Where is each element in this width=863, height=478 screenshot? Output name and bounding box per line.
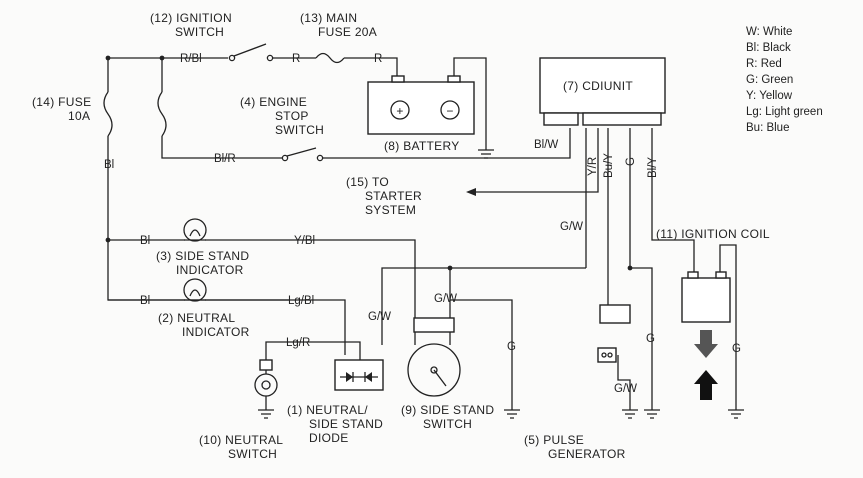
wire-label-g-pulse: G bbox=[646, 333, 655, 345]
diode-label-3: DIODE bbox=[309, 431, 349, 445]
junction-dot bbox=[105, 237, 111, 243]
wire-label-r1: R bbox=[292, 53, 300, 65]
wire-label-g-ss: G bbox=[507, 341, 516, 353]
wire-label-lg-bl: Lg/Bl bbox=[288, 295, 314, 307]
battery-plus: + bbox=[396, 104, 403, 118]
legend-item: R: Red bbox=[746, 58, 782, 70]
fuse-label-1: (14) FUSE bbox=[32, 95, 91, 109]
component-labels: (12) IGNITION SWITCH (13) MAIN FUSE 20A … bbox=[32, 11, 770, 461]
diode-label-1: (1) NEUTRAL/ bbox=[287, 403, 368, 417]
legend-item: Y: Yellow bbox=[746, 90, 793, 102]
junction-dot bbox=[159, 55, 165, 61]
ground-pulse bbox=[622, 409, 638, 419]
wire-label-y-r: Y/R bbox=[587, 157, 599, 176]
legend-item: G: Green bbox=[746, 74, 793, 86]
cdi-unit-label: (7) CDIUNIT bbox=[563, 79, 633, 93]
legend-item: Bu: Blue bbox=[746, 122, 789, 134]
wire-label-y-bl: Y/Bl bbox=[294, 235, 315, 247]
wire-labels: R/Bl R R Bl Bl/R Bl/W Y/R Bu/Y G Bl/Y G/… bbox=[104, 53, 741, 395]
pulse-generator-label-1: (5) PULSE bbox=[524, 433, 584, 447]
ground-side-stand bbox=[504, 409, 520, 419]
pulse-generator-label-2: GENERATOR bbox=[548, 447, 626, 461]
wire-label-g-w-ss: G/W bbox=[434, 293, 457, 305]
diode-symbol bbox=[334, 359, 384, 391]
ignition-switch-label-1: (12) IGNITION bbox=[150, 11, 232, 25]
cdi-unit-symbol bbox=[539, 57, 666, 126]
wire-label-g-coil: G bbox=[732, 343, 741, 355]
wire-label-bl-fuse: Bl bbox=[104, 159, 114, 171]
wire-label-g-w-mid: G/W bbox=[560, 221, 583, 233]
side-stand-switch-label-1: (9) SIDE STAND bbox=[401, 403, 494, 417]
side-stand-switch-label-2: SWITCH bbox=[423, 417, 472, 431]
wire-label-bl-r: Bl/R bbox=[214, 153, 236, 165]
battery-minus: − bbox=[446, 104, 453, 118]
engine-stop-label-3: SWITCH bbox=[275, 123, 324, 137]
battery-symbol: + − bbox=[367, 75, 475, 135]
diode-label-2: SIDE STAND bbox=[309, 417, 383, 431]
starter-label-1: (15) TO bbox=[346, 175, 389, 189]
battery-label: (8) BATTERY bbox=[384, 139, 460, 153]
main-fuse-label-2: FUSE 20A bbox=[318, 25, 377, 39]
wires bbox=[103, 43, 737, 410]
wire-label-bl-side: Bl bbox=[140, 235, 150, 247]
wire-label-g-w-pulse: G/W bbox=[614, 383, 637, 395]
neutral-indicator-bulb bbox=[183, 278, 207, 302]
wire-label-bl-neutral: Bl bbox=[140, 295, 150, 307]
pulse-generator-symbol bbox=[597, 304, 631, 363]
ground-neutral-switch bbox=[258, 409, 274, 419]
legend-item: Bl: Black bbox=[746, 42, 791, 54]
legend-item: Lg: Light green bbox=[746, 106, 823, 118]
ignition-switch-label-2: SWITCH bbox=[175, 25, 224, 39]
engine-stop-label-1: (4) ENGINE bbox=[240, 95, 307, 109]
color-legend: W: White Bl: Black R: Red G: Green Y: Ye… bbox=[746, 26, 823, 134]
side-stand-indicator-label-1: (3) SIDE STAND bbox=[156, 249, 249, 263]
starter-label-2: STARTER bbox=[365, 189, 422, 203]
side-stand-indicator-bulb bbox=[183, 218, 207, 242]
neutral-switch-label-1: (10) NEUTRAL bbox=[199, 433, 283, 447]
fuse-label-2: 10A bbox=[68, 109, 90, 123]
junction-dots bbox=[105, 55, 633, 271]
side-stand-switch-symbol bbox=[407, 317, 461, 397]
wire-label-g-w-left: G/W bbox=[368, 311, 391, 323]
neutral-switch-symbol bbox=[254, 359, 278, 410]
ground-battery bbox=[478, 149, 494, 159]
junction-dot bbox=[447, 265, 453, 271]
wire-label-lg-r: Lg/R bbox=[286, 337, 310, 349]
junction-dot bbox=[105, 55, 111, 61]
neutral-indicator-label-1: (2) NEUTRAL bbox=[158, 311, 235, 325]
engine-stop-label-2: STOP bbox=[275, 109, 309, 123]
ignition-coil-symbol bbox=[681, 271, 731, 400]
wire-label-g-cdi: G bbox=[625, 157, 637, 166]
side-stand-indicator-label-2: INDICATOR bbox=[176, 263, 244, 277]
ignition-coil-label: (11) IGNITION COIL bbox=[656, 227, 770, 241]
neutral-switch-label-2: SWITCH bbox=[228, 447, 277, 461]
ground-symbols bbox=[258, 149, 744, 419]
neutral-indicator-label-2: INDICATOR bbox=[182, 325, 250, 339]
wire-label-bl-w: Bl/W bbox=[534, 139, 558, 151]
legend-item: W: White bbox=[746, 26, 792, 38]
starter-label-3: SYSTEM bbox=[365, 203, 416, 217]
junction-dot bbox=[627, 265, 633, 271]
wire-label-rbl: R/Bl bbox=[180, 53, 202, 65]
wire-label-bu-y: Bu/Y bbox=[603, 153, 615, 178]
wire-label-bl-y: Bl/Y bbox=[647, 157, 659, 178]
ground-pulse-g bbox=[644, 409, 660, 419]
main-fuse-label-1: (13) MAIN bbox=[300, 11, 357, 25]
wire-label-r2: R bbox=[374, 53, 382, 65]
ground-coil bbox=[728, 409, 744, 419]
